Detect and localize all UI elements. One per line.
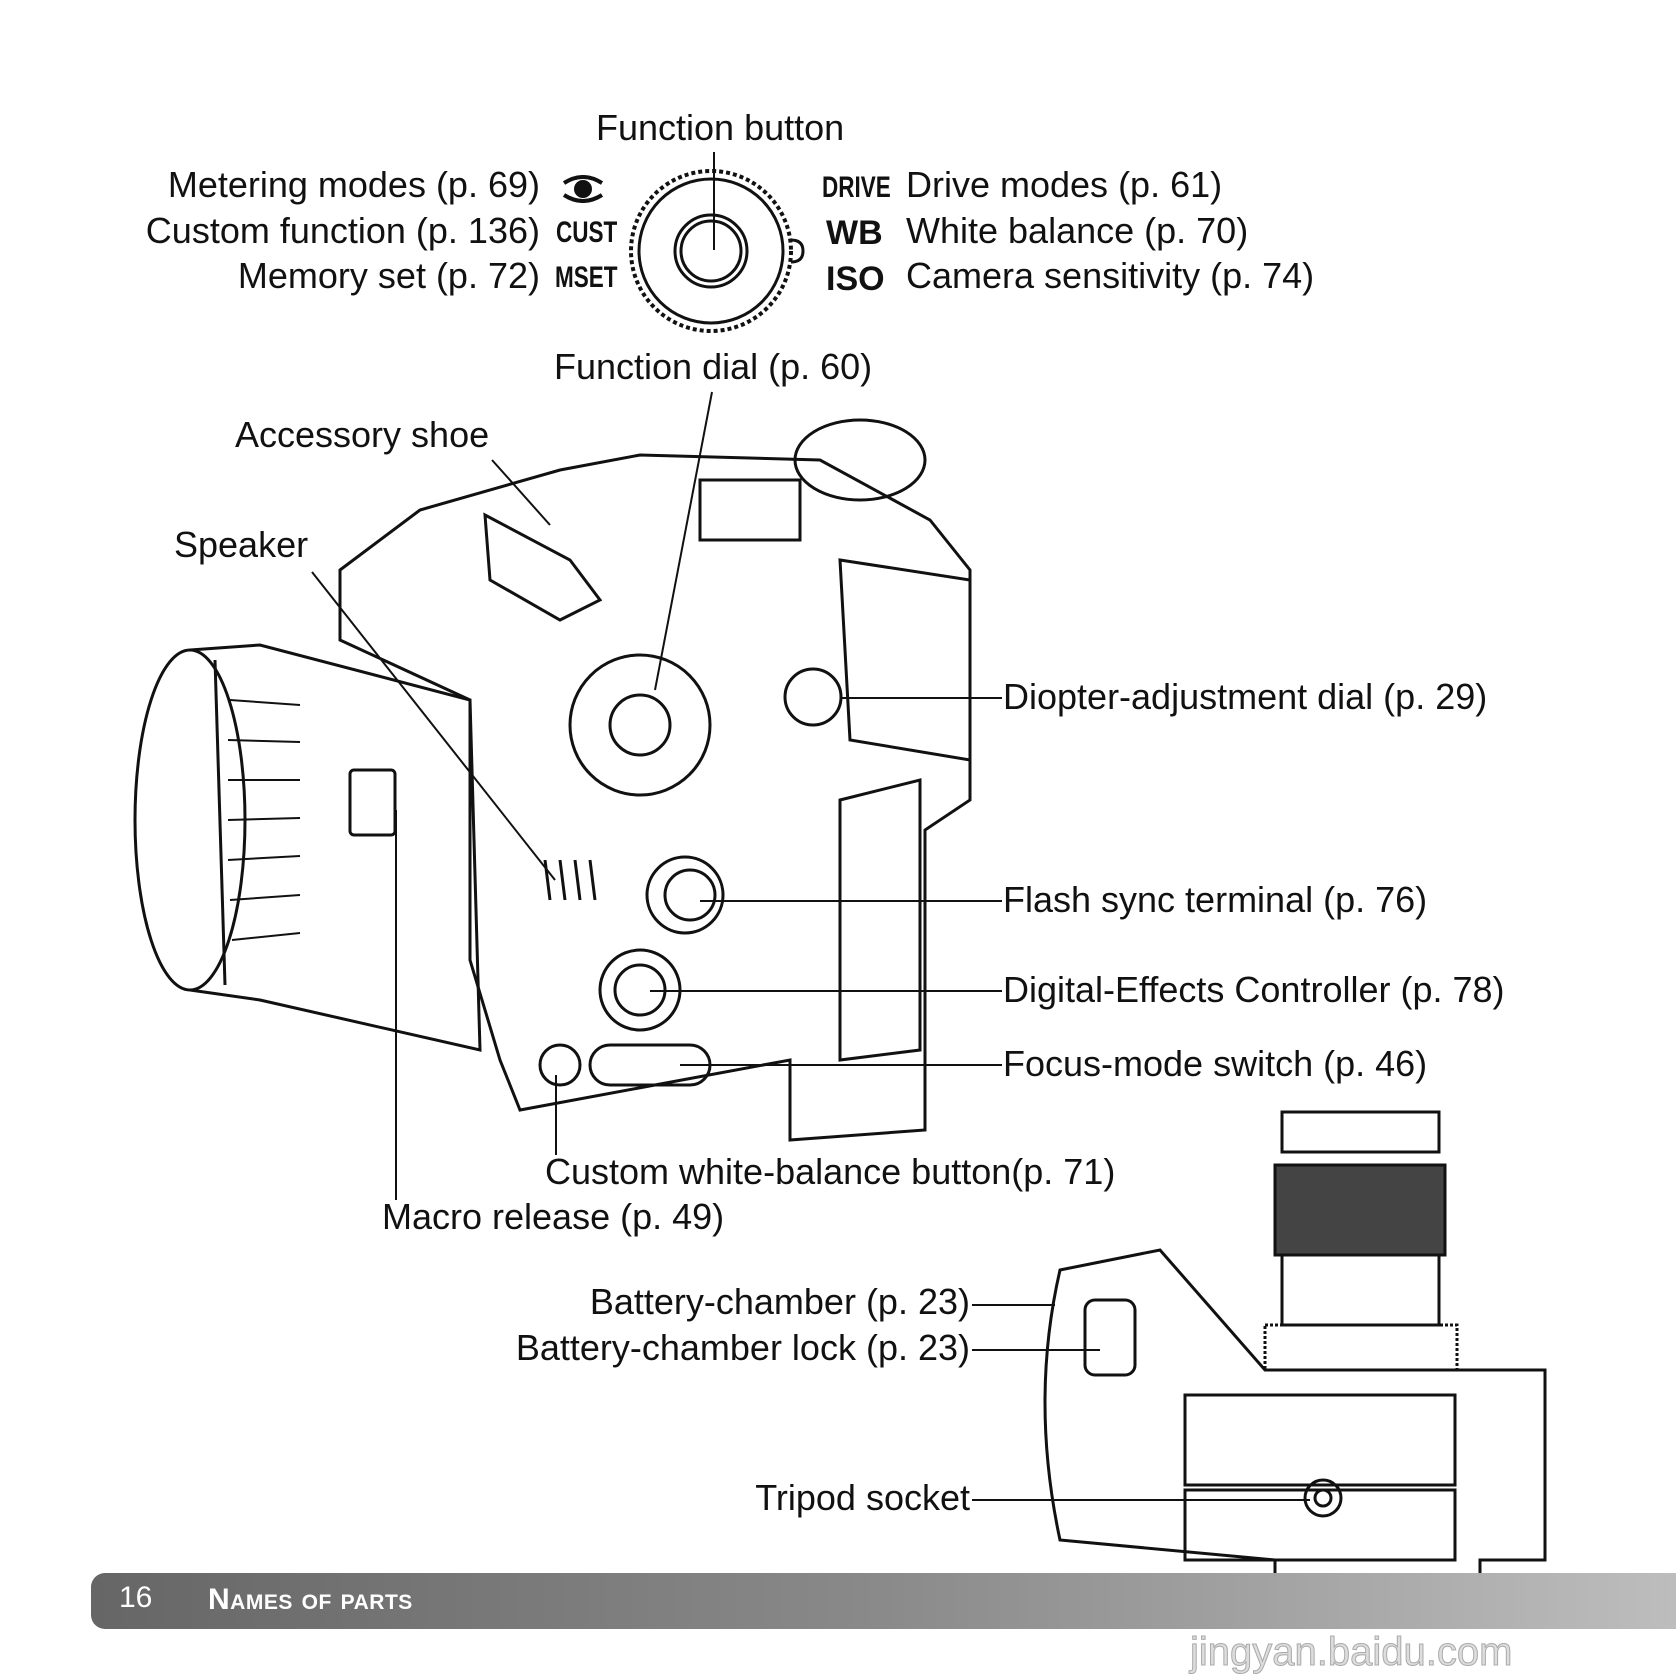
white-balance-label: White balance (p. 70)	[906, 210, 1249, 251]
section-title: Names of parts	[208, 1583, 413, 1616]
function-dial-label: Function dial (p. 60)	[554, 346, 873, 387]
iso-icon: ISO	[826, 260, 885, 298]
leader-lines	[311, 459, 1310, 1501]
drive-icon: DRIVE	[822, 171, 891, 204]
focus-switch-label: Focus-mode switch (p. 46)	[1003, 1043, 1428, 1084]
camera-body	[338, 418, 972, 1142]
custom-wb-label: Custom white-balance button(p. 71)	[545, 1151, 1116, 1192]
drive-modes-label: Drive modes (p. 61)	[906, 164, 1223, 205]
camera-bottom-view	[1043, 1110, 1547, 1622]
page-number: 16	[119, 1581, 153, 1614]
diopter-label: Diopter-adjustment dial (p. 29)	[1003, 676, 1488, 717]
function-button-label: Function button	[596, 107, 845, 148]
custom-function-label: Custom function (p. 136)	[145, 210, 540, 251]
camera-sensitivity-label: Camera sensitivity (p. 74)	[906, 255, 1315, 296]
wb-icon: WB	[826, 214, 883, 252]
battery-chamber-label: Battery-chamber (p. 23)	[589, 1281, 970, 1322]
macro-release-label: Macro release (p. 49)	[382, 1196, 725, 1237]
page-footer: 16 Names of parts	[91, 1573, 1676, 1629]
cust-icon: CUST	[556, 216, 618, 249]
dec-label: Digital-Effects Controller (p. 78)	[1003, 969, 1505, 1010]
speaker-label: Speaker	[174, 524, 309, 565]
mset-icon: MSET	[555, 261, 618, 294]
watermark: jingyan.baidu.com	[1189, 1630, 1513, 1675]
function-dial-diagram	[629, 152, 805, 333]
memory-set-label: Memory set (p. 72)	[237, 255, 540, 296]
tripod-socket-label: Tripod socket	[755, 1477, 970, 1518]
flash-sync-label: Flash sync terminal (p. 76)	[1003, 879, 1428, 920]
battery-lock-label: Battery-chamber lock (p. 23)	[515, 1327, 970, 1368]
metering-modes-label: Metering modes (p. 69)	[167, 164, 540, 205]
lens	[133, 643, 482, 1052]
accessory-shoe-label: Accessory shoe	[235, 414, 490, 455]
metering-icon	[562, 175, 604, 203]
